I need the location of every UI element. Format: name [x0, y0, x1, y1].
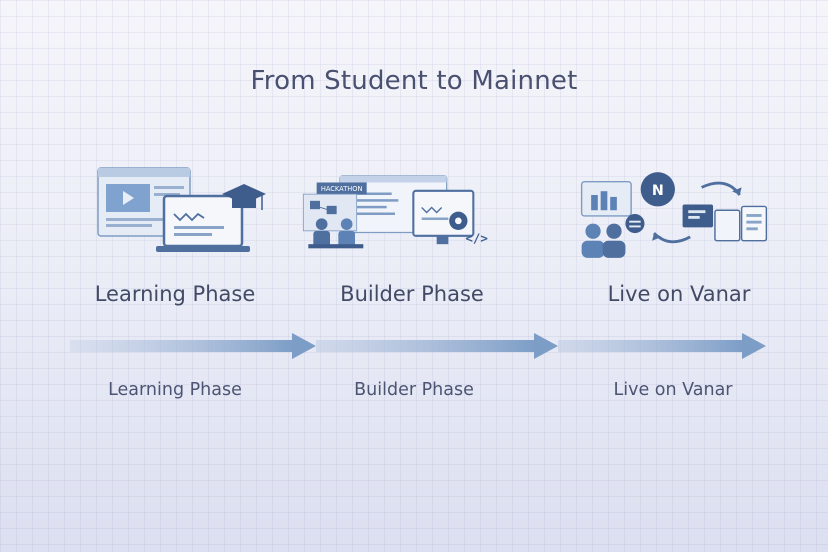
code-icon: </>	[465, 231, 488, 246]
timeline-arrow-2	[316, 333, 558, 359]
vanar-logo-text: N	[652, 183, 664, 199]
sync-arrows-icon	[652, 181, 742, 244]
builder-phase-sublabel: Builder Phase	[354, 380, 474, 400]
hackathon-badge: HACKATHON	[321, 185, 363, 193]
timeline-arrow-3	[558, 333, 766, 359]
documents-icon	[682, 204, 768, 242]
team-icon	[308, 218, 364, 249]
gear-icon	[449, 211, 468, 230]
live-phase-label: Live on Vanar	[607, 282, 751, 306]
svg-text:</>: </>	[465, 231, 488, 246]
users-icon	[581, 214, 645, 258]
dashboard-icon	[580, 180, 632, 217]
diagram-title: From Student to Mainnet	[250, 66, 578, 96]
graduation-cap-icon	[222, 184, 266, 210]
builder-illustration: HACKATHON </>	[302, 175, 488, 249]
live-phase-sublabel: Live on Vanar	[613, 380, 733, 400]
laptop-icon	[156, 194, 250, 252]
builder-phase-label: Builder Phase	[340, 282, 484, 306]
live-illustration: N	[580, 172, 768, 258]
timeline-arrow-1	[70, 333, 316, 359]
vanar-logo-icon: N	[640, 172, 675, 207]
learning-illustration	[97, 167, 266, 252]
learning-phase-sublabel: Learning Phase	[108, 380, 242, 400]
learning-phase-label: Learning Phase	[94, 282, 256, 306]
